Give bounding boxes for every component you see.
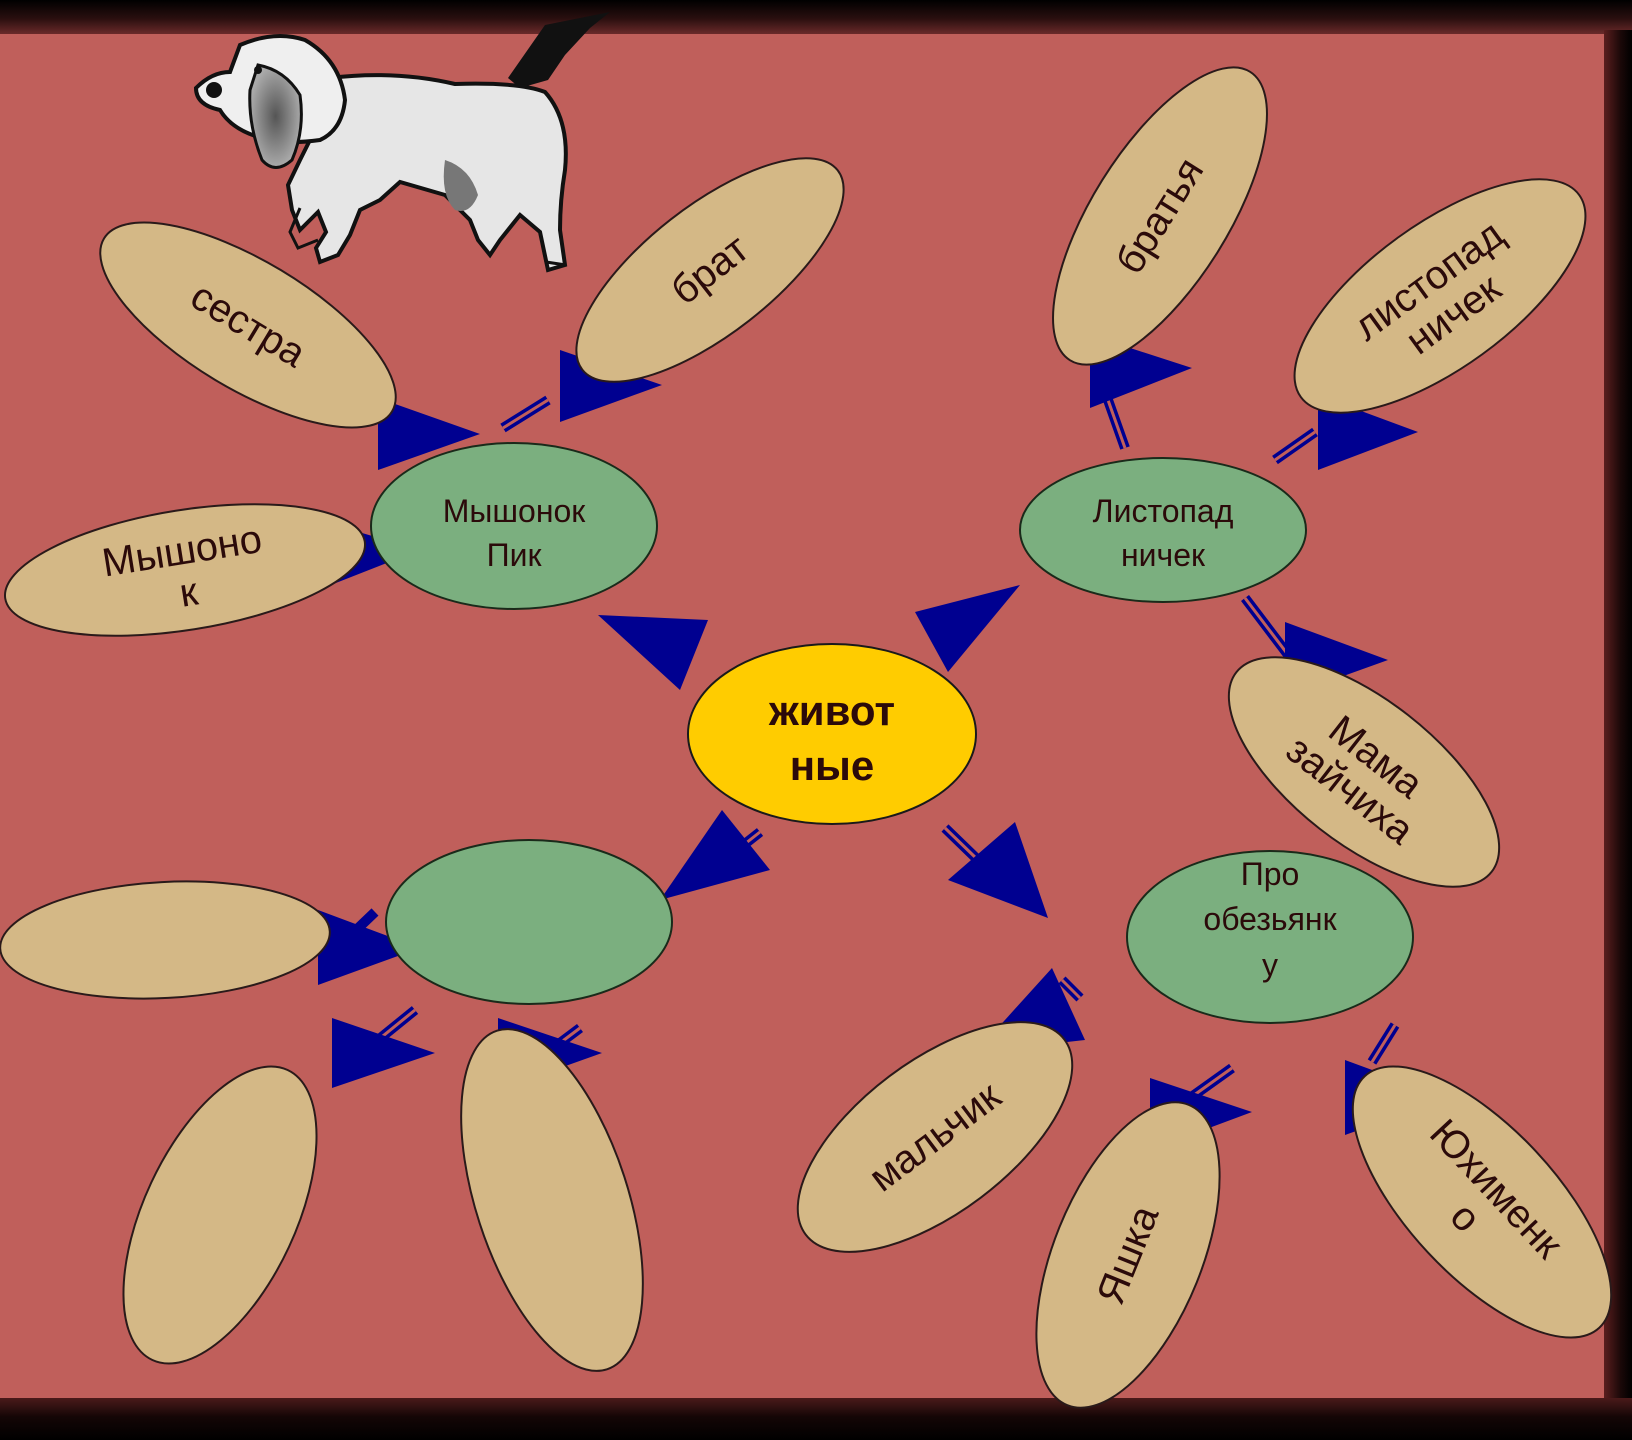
- leaf-yashka: Яшка: [1035, 1101, 1221, 1409]
- hub-empty: [385, 839, 673, 1005]
- center-label-line1: живот: [768, 687, 895, 734]
- hub-pro-obezyanku: Про обезьянк у: [1126, 850, 1414, 1024]
- leaf-brat: брат: [575, 157, 845, 383]
- center-label-line2: ные: [790, 742, 875, 789]
- hub-label: Пик: [487, 537, 543, 573]
- leaf-blank-left: [0, 880, 331, 1000]
- leaf-blank-bottom-mid: [460, 1028, 644, 1372]
- leaf-myshonok: Мышоно к: [3, 503, 367, 637]
- hub-label: у: [1262, 947, 1278, 983]
- hub-label: Мышонок: [443, 493, 587, 529]
- slide-frame-right: [1604, 30, 1632, 1400]
- hub-label: ничек: [1121, 537, 1206, 573]
- hub-mouse-pik: Мышонок Пик: [370, 442, 658, 610]
- hub-label: Листопад: [1093, 493, 1234, 529]
- leaf-blank-bottom-left: [122, 1065, 318, 1365]
- center-node: живот ные: [687, 643, 977, 825]
- slide-frame-top: [0, 0, 1632, 34]
- hub-label: Про: [1241, 856, 1300, 892]
- dog-icon: [193, 12, 610, 273]
- leaf-listopadnichek: листопад ничек: [1293, 178, 1587, 414]
- slide-frame-bottom: [0, 1398, 1632, 1440]
- leaf-malchik: мальчик: [796, 1021, 1074, 1253]
- hub-listopadnichek: Листопад ничек: [1019, 457, 1307, 603]
- leaf-mama: Мама зайчиха: [1227, 656, 1501, 888]
- leaf-sestra: сестра: [99, 221, 397, 429]
- hub-label: обезьянк: [1203, 901, 1337, 937]
- leaf-bratya: братья: [1052, 66, 1268, 366]
